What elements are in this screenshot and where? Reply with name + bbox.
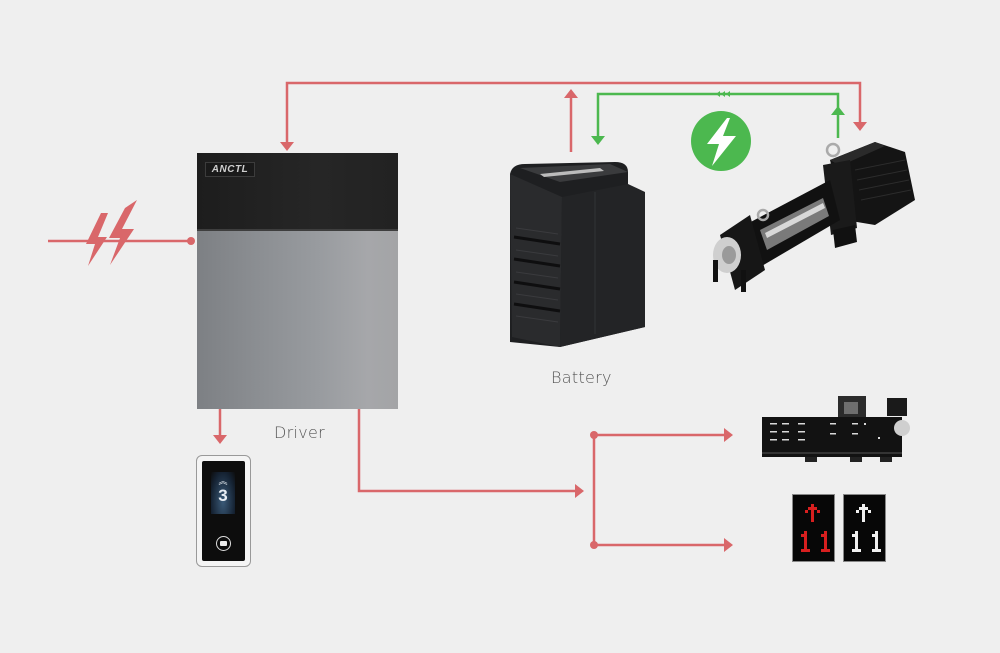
brand-logo: ANCTL — [205, 162, 255, 177]
lightning-bolt-icon — [691, 111, 751, 171]
hall-call-panel-face: ︽ 3 — [202, 461, 245, 561]
driver-top-panel: ANCTL — [197, 153, 398, 231]
arrow-up-motor-charge — [831, 106, 845, 115]
driver-label: Driver — [274, 423, 326, 442]
arrow-down-motor — [853, 122, 867, 131]
dot-matrix-up-arrow-11 — [852, 504, 881, 552]
floor-indicator-screen: ︽ 3 — [211, 472, 235, 514]
driver-cabinet: ANCTL — [197, 153, 398, 409]
grid-power-input — [48, 200, 195, 266]
dot-matrix-up-arrow-11 — [801, 504, 830, 552]
power-line-driver-branch — [357, 409, 576, 493]
connection-dot — [187, 237, 195, 245]
power-line-driver-motor — [285, 81, 862, 143]
arrow-up-battery — [564, 89, 578, 98]
battery-image — [510, 162, 645, 347]
motor-image — [713, 142, 915, 292]
hall-call-panel: ︽ 3 — [196, 455, 251, 567]
up-chevron-icon: ︽ — [218, 476, 228, 486]
double-lightning-icon — [86, 200, 137, 266]
floor-number: 3 — [218, 486, 228, 505]
arrow-down-battery-charge — [591, 136, 605, 145]
arrow-right-controller — [724, 428, 733, 442]
call-button — [216, 536, 231, 551]
floor-display-red — [792, 494, 835, 562]
floor-display-white — [843, 494, 886, 562]
regen-flow-ticks — [716, 91, 730, 97]
arrow-down-hop — [213, 435, 227, 444]
arrow-right-branch — [575, 484, 584, 498]
driver-body-panel — [197, 231, 398, 409]
controller-board-image — [762, 396, 910, 462]
battery-label: Battery — [551, 368, 612, 387]
arrow-right-displays — [724, 538, 733, 552]
arrow-down-driver — [280, 142, 294, 151]
